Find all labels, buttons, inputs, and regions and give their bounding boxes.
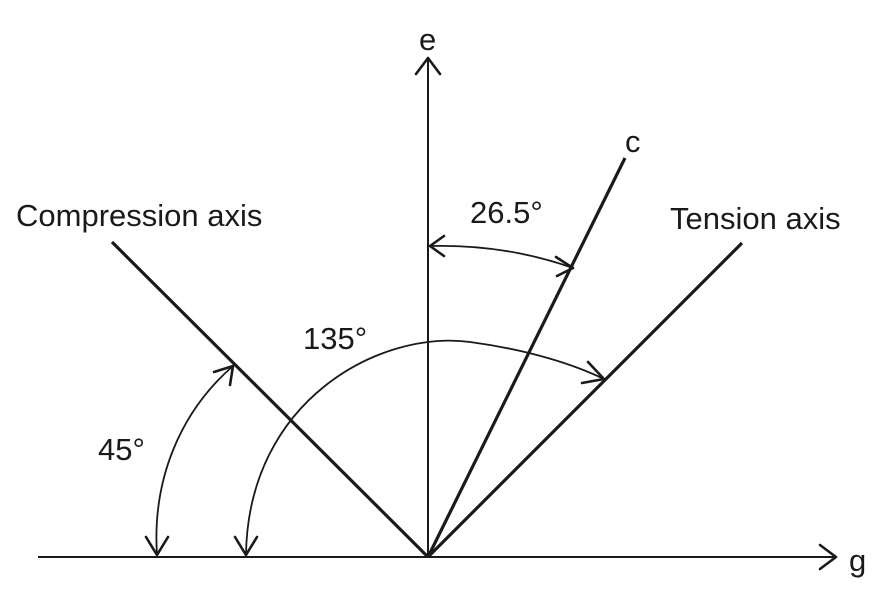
e-axis-arrowhead xyxy=(414,56,442,76)
arc-26-5-arrowhead-right xyxy=(554,255,575,278)
arc-26-5-arrowhead-left xyxy=(428,234,446,258)
arc-45-arrowhead-bottom xyxy=(144,535,170,557)
arc-135 xyxy=(245,339,605,556)
e-axis-label: e xyxy=(419,22,436,57)
arc-26-5 xyxy=(429,244,574,269)
angle-label-26-5: 26.5° xyxy=(470,195,543,230)
g-axis-label: g xyxy=(849,543,866,578)
compression-axis-line xyxy=(110,240,430,559)
c-axis-label: c xyxy=(625,124,641,159)
compression-axis-label: Compression axis xyxy=(16,198,262,233)
tension-axis-line xyxy=(426,241,744,559)
arc-45-arrowhead-top xyxy=(212,364,235,387)
arc-45 xyxy=(155,365,234,556)
arc-135-arrowhead-bottom xyxy=(233,535,259,557)
c-axis-line xyxy=(426,157,627,558)
angle-label-45: 45° xyxy=(98,432,145,467)
g-axis-arrowhead xyxy=(818,543,838,571)
angle-label-135: 135° xyxy=(303,321,367,356)
tension-axis-label: Tension axis xyxy=(670,201,841,236)
arc-135-arrowhead-right xyxy=(580,360,606,385)
